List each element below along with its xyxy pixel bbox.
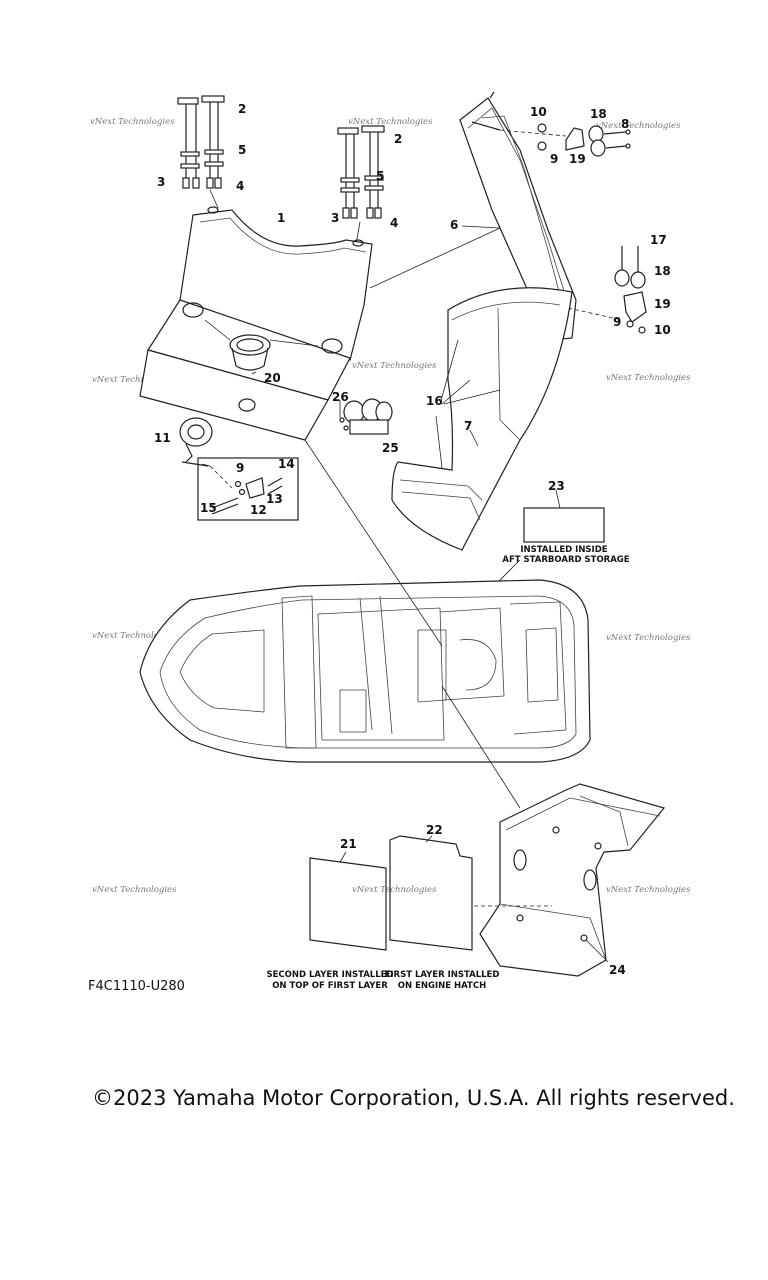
watermark: vNext Technologies [348,117,433,127]
hardware-set-left [177,95,225,209]
callout-7: 7 [464,419,472,433]
callout-17: 17 [650,233,667,247]
callout-26: 26 [332,390,349,404]
boat-hull [139,439,591,809]
note-23-line2: AFT STARBOARD STORAGE [502,555,629,565]
part-24-hatch [474,783,666,977]
hardware-set-center [337,125,385,245]
callout-labels: 2 5 3 4 1 2 5 3 4 10 18 8 9 19 6 17 18 1… [154,102,671,977]
callout-14: 14 [278,457,295,471]
callout-18: 18 [654,264,671,278]
callout-21: 21 [340,837,357,851]
callout-16: 16 [426,394,443,408]
callout-3: 3 [157,175,165,189]
part-22-mat [389,835,473,951]
callout-24: 24 [609,963,626,977]
callout-15: 15 [200,501,217,515]
note-22-line1: FIRST LAYER INSTALLED [385,970,500,980]
installation-notes: INSTALLED INSIDE AFT STARBOARD STORAGE S… [267,545,630,991]
watermark: vNext Technologies [606,373,691,383]
callout-13: 13 [266,492,283,506]
note-23-line1: INSTALLED INSIDE [520,545,607,555]
callout-25: 25 [382,441,399,455]
callout-2: 2 [238,102,246,116]
callout-22: 22 [426,823,443,837]
watermark: vNext Technologies [92,375,177,385]
callout-2: 2 [394,132,402,146]
parts-diagram: vNext Technologies vNext Technologies vN… [88,91,691,994]
hardware-frame-top [537,123,631,157]
callout-3: 3 [331,211,339,225]
watermark: vNext Technologies [92,885,177,895]
watermark: vNext Technologies [352,885,437,895]
part-6-frame [369,91,623,341]
callout-19: 19 [654,297,671,311]
figure-code: F4C1110-U280 [88,979,185,994]
part-1-console-panel [139,206,373,441]
callout-8: 8 [621,117,629,131]
callout-23: 23 [548,479,565,493]
note-21-line2: ON TOP OF FIRST LAYER [272,981,388,991]
callout-19: 19 [569,152,586,166]
part-7-side-panel [391,287,573,551]
watermark: vNext Technologies [606,885,691,895]
callout-9: 9 [550,152,558,166]
callout-6: 6 [450,218,458,232]
part-11-speaker [179,417,233,489]
callout-4: 4 [236,179,244,193]
callout-10: 10 [530,105,547,119]
part-25-clamps [339,398,393,435]
callout-4: 4 [390,216,398,230]
copyright-notice: ©2023 Yamaha Motor Corporation, U.S.A. A… [92,1086,735,1110]
watermark: vNext Technologies [92,631,177,641]
watermark: vNext Technologies [90,117,175,127]
callout-5: 5 [238,143,246,157]
hardware-inset [197,457,299,521]
watermark: vNext Technologies [606,633,691,643]
hardware-frame-side [614,246,647,334]
callout-1: 1 [277,211,285,225]
callout-20: 20 [264,371,281,385]
watermark-layer: vNext Technologies vNext Technologies vN… [90,117,691,895]
callout-18: 18 [590,107,607,121]
part-21-mat [309,851,387,951]
note-21-line1: SECOND LAYER INSTALLED [267,970,394,980]
part-20-cup-holder [204,319,319,375]
callout-11: 11 [154,431,171,445]
watermark: vNext Technologies [352,361,437,371]
callout-9: 9 [236,461,244,475]
note-22-line2: ON ENGINE HATCH [398,981,486,991]
callout-9: 9 [613,315,621,329]
callout-12: 12 [250,503,267,517]
watermark: vNext Technologies [596,121,681,131]
callout-5: 5 [376,169,384,183]
callout-10: 10 [654,323,671,337]
